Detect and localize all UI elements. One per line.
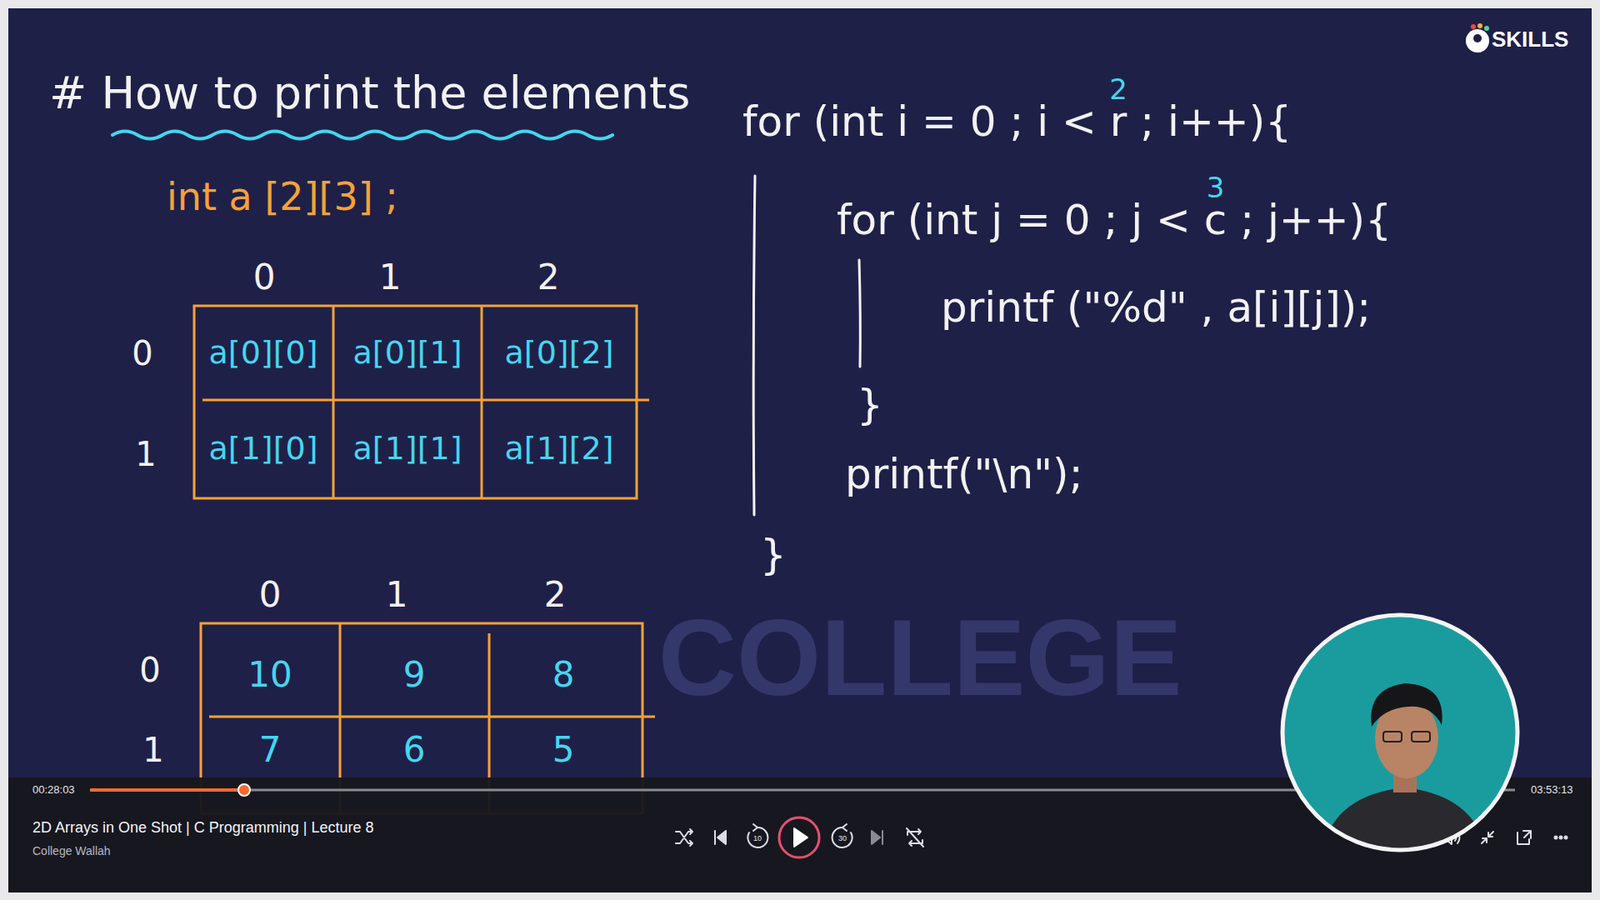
logo-dot [1477,23,1483,29]
cell-value: 7 [259,730,282,770]
closing-brace: } [856,381,884,430]
previous-icon [715,830,726,845]
play-icon [794,828,808,847]
column-index: 0 [253,257,276,298]
skip-seconds: 30 [838,834,847,843]
cell-value: 5 [552,730,575,770]
cell-name: a[1][0] [209,430,319,468]
address-table [194,305,650,499]
code-line: printf ("%d" , a[i][j]); [940,284,1371,333]
slide-title: # How to print the elements [49,67,690,120]
logo-dot [1484,25,1490,31]
next-icon [871,830,883,845]
column-index: 1 [385,575,409,615]
skip-seconds: 10 [753,834,762,843]
column-index: 0 [259,575,282,615]
cell-value: 9 [403,655,426,695]
column-index: 2 [544,575,567,615]
forward-icon [832,824,853,848]
code-line: printf("\n"); [845,450,1083,500]
presenter-hair [1370,683,1442,727]
play-ring [779,817,820,858]
table-border [194,305,637,499]
closing-brace: } [760,531,787,580]
cell-name: a[1][1] [353,430,463,468]
column-index: 2 [537,257,560,298]
more-icon [1555,836,1558,840]
bound-note: 3 [1206,171,1225,205]
loop-body-line [753,175,755,515]
total-time: 03:53:13 [1530,784,1574,797]
cell-value: 8 [552,655,575,695]
minimize-icon [1481,831,1494,844]
presenter-shirt [1320,787,1488,859]
presenter-glasses [1411,731,1430,742]
slide-background [8,8,1592,893]
rewind-icon [747,824,768,848]
elapsed-time: 00:28:03 [32,784,75,797]
table-divider [332,305,335,499]
table-divider [202,399,650,402]
repeat-icon [906,828,924,847]
row-index: 0 [131,334,153,373]
row-index: 1 [135,435,156,474]
row-index: 1 [142,730,164,770]
column-index: 1 [379,257,402,298]
logo-figure [1473,34,1482,43]
table-divider [209,715,655,719]
channel-name: College Wallah [32,844,111,858]
popout-icon [1517,830,1531,845]
cell-name: a[1][2] [505,430,615,468]
loop-body-line [859,260,860,367]
watermark: COLLEGE [658,595,1182,721]
brand-logo-icon [1465,23,1490,53]
code-line: for (int j = 0 ; j < c ; j++){ [836,196,1392,245]
title-underline [112,131,613,140]
bound-note: 2 [1109,73,1128,106]
row-index: 0 [139,650,160,690]
more-icon [1565,836,1568,840]
logo-dot [1470,24,1476,30]
cell-name: a[0][0] [209,335,319,372]
logo-circle [1465,29,1490,53]
cell-name: a[0][2] [505,335,615,372]
shuffle-icon [675,829,693,846]
cell-value: 6 [403,730,426,770]
presenter-glasses [1383,731,1402,742]
array-declaration: int a [2][3] ; [166,175,399,220]
cell-name: a[0][1] [353,335,463,372]
webcam-ring [1282,615,1518,850]
table-divider [480,305,484,499]
brand-logo-text: SKILLS [1491,27,1569,53]
progress-played [90,788,245,792]
cell-value: 10 [247,655,292,695]
more-icon [1560,836,1563,840]
video-title: 2D Arrays in One Shot | C Programming | … [32,819,375,837]
code-line: for (int i = 0 ; i < r ; i++){ [742,98,1292,147]
progress-handle [238,784,250,796]
